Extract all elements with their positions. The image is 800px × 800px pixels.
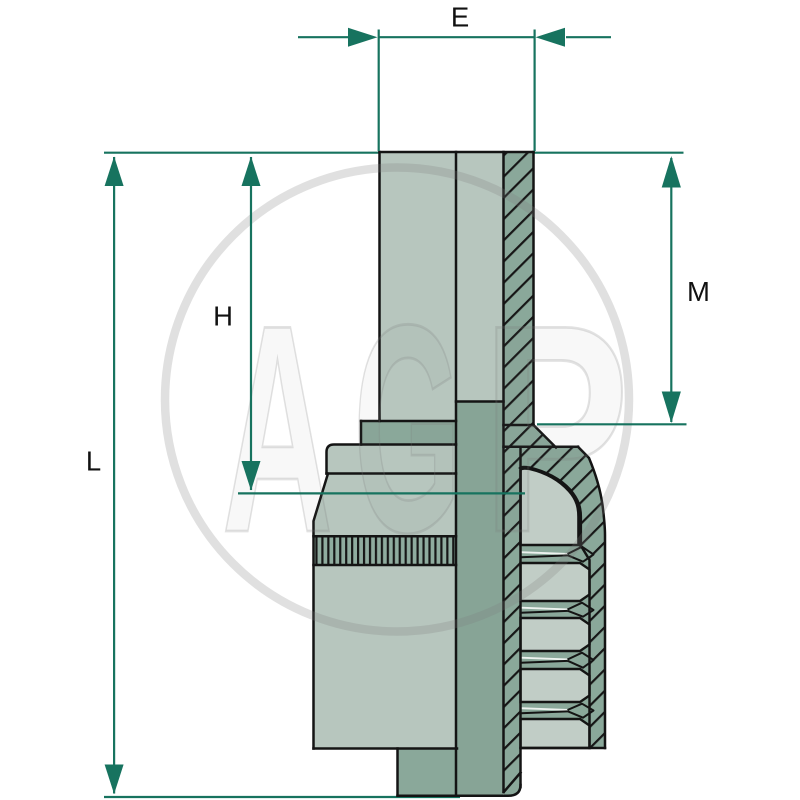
svg-text:P: P: [481, 264, 629, 594]
svg-text:A: A: [222, 262, 333, 593]
svg-text:H: H: [213, 301, 233, 332]
svg-text:G: G: [353, 265, 461, 595]
svg-text:L: L: [86, 446, 101, 477]
svg-text:M: M: [687, 276, 710, 307]
svg-text:E: E: [451, 2, 469, 33]
